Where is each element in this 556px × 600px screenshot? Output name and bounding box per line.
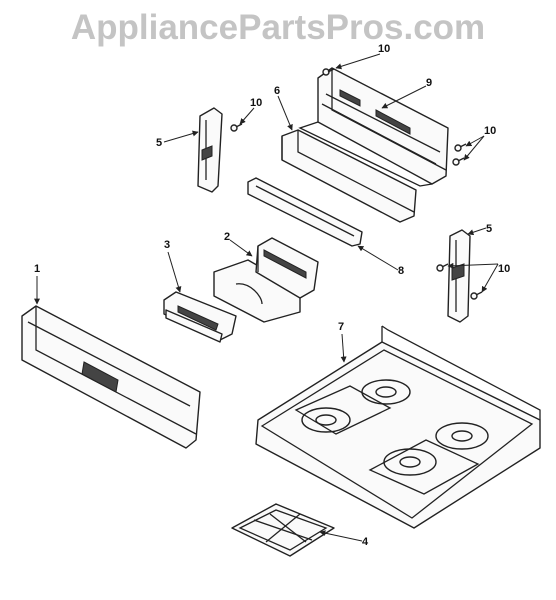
part-8-trim xyxy=(247,177,363,247)
callout-labels: 1 2 3 4 5 5 6 7 8 9 10 10 10 10 xyxy=(34,43,510,548)
burner-icon xyxy=(435,422,489,450)
part-4-grate xyxy=(231,503,335,557)
screw-icon xyxy=(452,157,465,166)
callout-10-top: 10 xyxy=(378,43,390,55)
part-6-panel xyxy=(281,129,417,223)
callout-7: 7 xyxy=(338,321,344,333)
callout-1: 1 xyxy=(34,263,40,275)
callout-4: 4 xyxy=(362,536,369,548)
callout-3: 3 xyxy=(164,239,170,251)
callout-2: 2 xyxy=(224,231,230,243)
part-1-control-panel xyxy=(21,305,201,449)
watermark-text: AppliancePartsPros.com xyxy=(70,8,486,47)
screw-icon xyxy=(470,291,483,300)
screw-icon xyxy=(436,263,449,272)
burner-icon xyxy=(301,407,351,433)
callout-9: 9 xyxy=(426,77,432,89)
part-2-control-board xyxy=(213,237,319,323)
callout-10-right-lower: 10 xyxy=(498,263,510,275)
screw-icon xyxy=(322,68,335,76)
callout-6: 6 xyxy=(274,85,280,97)
leader-lines xyxy=(34,53,499,542)
callout-5-right: 5 xyxy=(486,223,492,235)
burner-icon xyxy=(383,448,437,476)
callout-10-left: 10 xyxy=(250,97,262,109)
part-5-right-bracket xyxy=(447,229,471,323)
callout-10-right-upper: 10 xyxy=(484,125,496,137)
part-9-rear-panel xyxy=(298,67,449,187)
part-7-cooktop xyxy=(255,325,541,529)
screw-icons xyxy=(230,68,483,300)
burner-icon xyxy=(361,379,411,405)
part-5-left-bracket xyxy=(197,107,223,193)
callout-8: 8 xyxy=(398,265,404,277)
screw-icon xyxy=(454,143,467,152)
callout-5-left: 5 xyxy=(156,137,162,149)
screw-icon xyxy=(230,123,243,132)
